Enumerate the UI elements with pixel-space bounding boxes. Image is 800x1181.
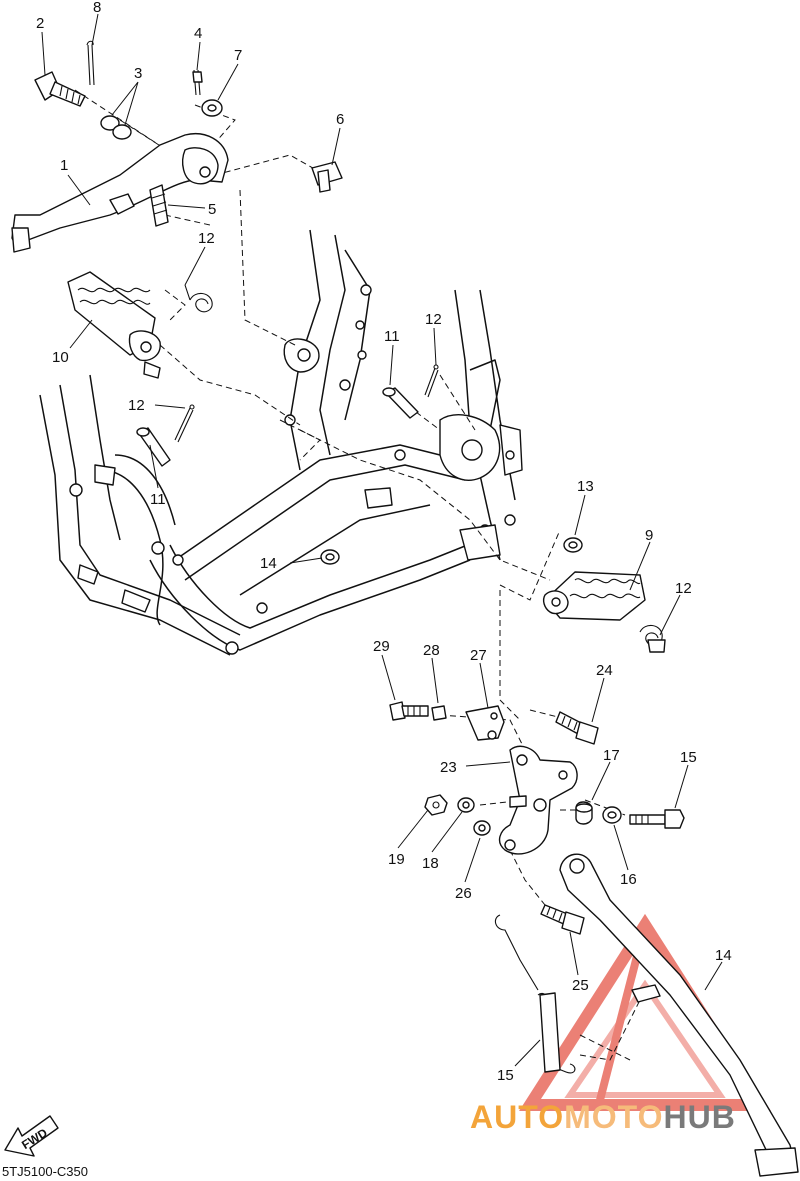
callout-9: 9	[645, 527, 653, 544]
nut-28	[431, 705, 447, 721]
callout-21: 18	[422, 855, 439, 872]
pivot-bolt-18	[629, 809, 685, 829]
callout-15-right: 13	[577, 478, 594, 495]
diagram-code: 5TJ5100-C350	[2, 1164, 88, 1179]
washer-19	[602, 806, 622, 824]
stud-bolt	[509, 795, 527, 808]
callout-6: 6	[336, 111, 344, 128]
callout-13: 12	[675, 580, 692, 597]
callout-12-right: 12	[425, 311, 442, 328]
bolt-24	[555, 711, 599, 745]
watermark-auto: AUTO	[470, 1099, 564, 1135]
assembly-guide-lines	[74, 89, 641, 1061]
switch-bracket-27	[465, 705, 505, 741]
callout-19: 16	[620, 871, 637, 888]
callout-17: 15	[497, 1067, 514, 1084]
callout-28: 28	[423, 642, 440, 659]
washers	[100, 115, 132, 140]
washer-21	[457, 797, 475, 813]
washer-7	[201, 99, 223, 117]
collar-15-center	[320, 549, 340, 565]
callout-27: 27	[470, 647, 487, 664]
callout-7: 7	[234, 47, 242, 64]
cotter-pin-left	[174, 404, 195, 443]
leader-lines	[41, 13, 723, 1067]
footrest-left	[67, 271, 161, 379]
bolt-25	[540, 904, 585, 935]
sidestand-bracket-23	[498, 745, 578, 855]
sidestand-spring-17	[494, 914, 576, 1074]
callout-5: 5	[208, 201, 216, 218]
callout-4: 4	[194, 25, 202, 42]
callout-26: 26	[455, 885, 472, 902]
callout-20: 17	[603, 747, 620, 764]
callout-3: 3	[134, 65, 142, 82]
brake-spring	[184, 284, 213, 313]
footrest-pin-right	[382, 387, 419, 419]
return-spring-pin	[149, 184, 169, 227]
callout-22: 19	[388, 851, 405, 868]
pivot-bolt	[34, 71, 86, 107]
footrest-pin-left	[136, 427, 171, 467]
watermark-hub: HUB	[663, 1099, 735, 1135]
callout-15-center: 14	[260, 555, 277, 572]
bolt-29	[389, 701, 429, 721]
footrest-right	[542, 571, 646, 621]
callout-8: 8	[93, 0, 101, 16]
nut-22	[424, 794, 448, 816]
callout-16: 14	[715, 947, 732, 964]
small-pin	[192, 69, 203, 96]
svg-text:AUTOMOTOHUB: AUTOMOTOHUB	[470, 1099, 736, 1135]
callout-11-left: 11	[150, 491, 166, 508]
washer-26	[473, 820, 491, 836]
callout-18: 15	[680, 749, 697, 766]
footrest-spring-right	[639, 624, 666, 653]
watermark-text: AUTOMOTOHUB	[470, 1099, 736, 1135]
fwd-arrow: FWD	[4, 1115, 59, 1157]
callout-29: 29	[373, 638, 390, 655]
sidestand-16	[559, 853, 799, 1177]
callout-23: 23	[440, 759, 457, 776]
callout-12-left: 12	[128, 397, 145, 414]
callout-14: 12	[198, 230, 215, 247]
clevis	[311, 161, 343, 193]
collar-15-right	[563, 537, 583, 553]
callout-2: 2	[36, 15, 44, 32]
brake-pedal	[11, 133, 229, 253]
cotter-pin-top	[86, 40, 95, 86]
callout-11-right: 11	[384, 328, 400, 345]
cotter-pin-right	[424, 364, 439, 398]
collar-20	[575, 801, 593, 825]
callout-25: 25	[572, 977, 589, 994]
watermark-moto: MOTO	[564, 1099, 663, 1135]
callout-24: 24	[596, 662, 613, 679]
frame-assembly	[39, 229, 523, 656]
callout-10: 10	[52, 349, 69, 366]
callout-1: 1	[60, 157, 68, 174]
callout-labels: 2 8 3 4 7 6 1 5 12 10 12 11 11 12 13 14 …	[36, 0, 732, 1084]
